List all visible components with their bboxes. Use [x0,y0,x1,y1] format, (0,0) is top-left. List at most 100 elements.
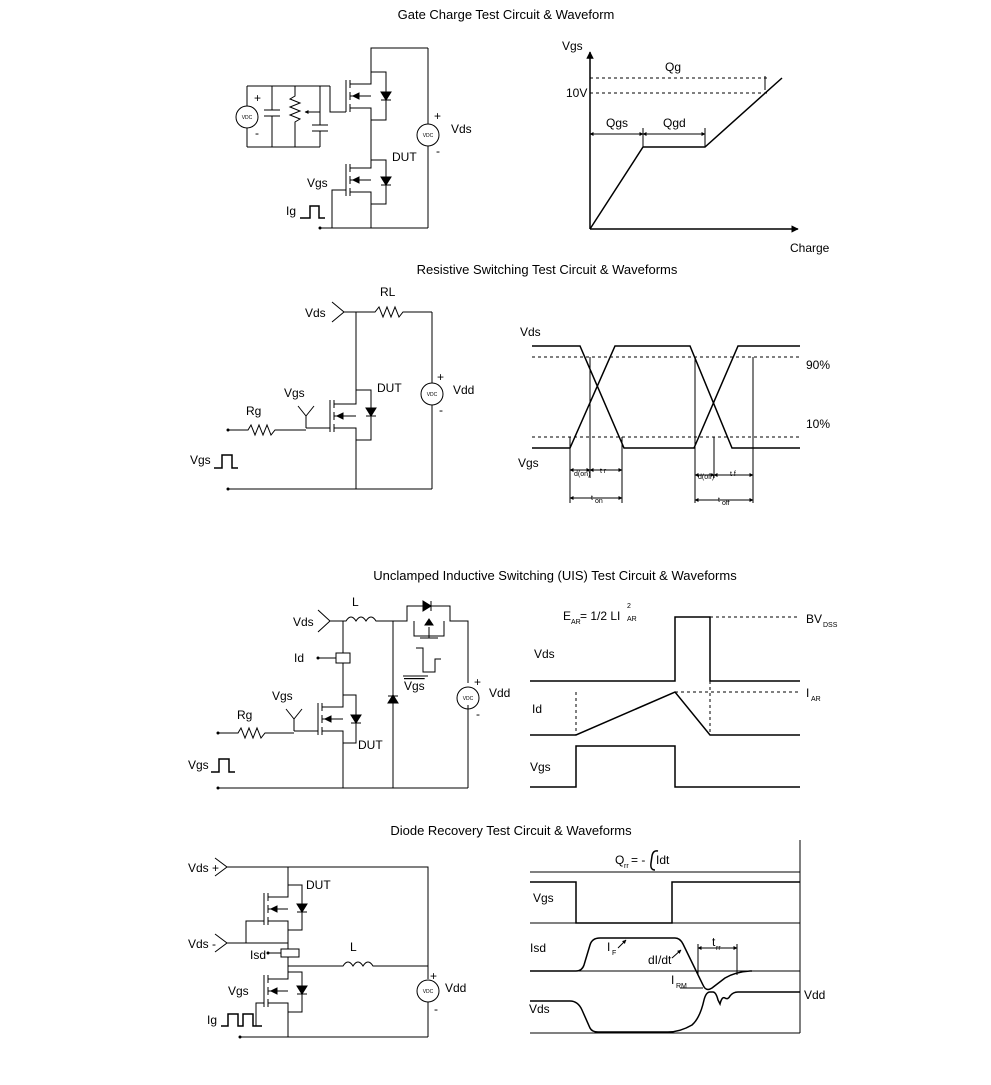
vdd-label: Vdd [489,686,510,700]
vds-label: Vds [305,306,326,320]
mosfet-dut-icon [263,867,303,943]
uis-title: Unclamped Inductive Switching (UIS) Test… [373,568,737,583]
svg-text:-: - [439,403,443,417]
svg-text:AR: AR [627,616,637,623]
mosfet-upper-icon [329,47,428,121]
svg-text:AR: AR [571,619,581,626]
vdd-label: Vdd [453,383,474,397]
ton-label: on [595,498,603,505]
p90-label: 90% [806,358,830,372]
gate-charge-section: Gate Charge Test Circuit & Waveform VDC … [235,7,830,255]
gate-charge-waveform: Vgs Charge 10V Qg Qgs Qgd [562,39,830,255]
vdd-label: Vdd [804,988,825,1002]
uis-waveform: E AR = 1/2 LI 2 AR BV DSS Vds I AR Id Vg… [530,603,838,788]
vgs-label: Vgs [228,984,249,998]
svg-text:Q: Q [615,853,624,867]
vgs-label: Vgs [518,456,539,470]
vgs-pulse-label: Vgs [190,453,211,467]
mosfet-lower-icon [263,966,303,1037]
energy-equation: = 1/2 LI [580,609,620,623]
svg-text:t: t [718,497,720,504]
vgs-label: Vgs [272,689,293,703]
potentiometer-icon [288,86,302,147]
vgs-waveform [530,881,800,924]
vgs-pulse-label: Vgs [188,758,209,772]
vdc-source-icon [416,979,440,1003]
ig-label: Ig [286,204,296,218]
qrr-equation: = - [631,853,645,867]
uis-circuit: Vds L Id Vgs VDC + - Vdd [188,595,510,790]
td-on-label: d(on) [574,471,590,478]
inductor-icon [343,616,393,622]
svg-text:-: - [434,1002,438,1016]
isd-label: Isd [250,948,266,962]
svg-text:+: + [434,109,441,123]
svg-text:I: I [607,940,610,954]
dut-label: DUT [358,738,383,752]
vdc-source-right-icon [416,123,440,147]
integral-icon [650,850,659,871]
vgs-label: Vgs [530,760,551,774]
gate-charge-title: Gate Charge Test Circuit & Waveform [398,7,615,22]
vgs-label: Vgs [307,176,328,190]
vgs-label: Vgs [284,386,305,400]
qgd-label: Qgd [663,116,686,130]
vds-label: Vds [534,647,555,661]
dut-label: DUT [392,150,417,164]
mosfet-dut-icon [329,389,372,489]
svg-text:I: I [806,686,809,700]
vds-minus-label: Vds - [188,937,216,951]
uis-section: Unclamped Inductive Switching (UIS) Test… [188,568,838,790]
resistive-section: Resistive Switching Test Circuit & Wavef… [190,262,830,507]
vdc-source-label: VDC [242,115,253,121]
tr-label: t r [600,468,607,475]
resistive-waveform: Vds Vgs 90% 10% d(on) t r t on d(off) t … [518,325,830,507]
isd-waveform [530,937,752,991]
diode-waveform: Q rr = - Idt Vgs Isd I F dI/dt t rr I RM [529,840,825,1034]
v10-label: 10V [566,86,587,100]
inductor-icon [288,961,428,967]
vds-waveform [532,345,800,449]
if-label: F [612,950,616,957]
svg-text:t: t [712,935,716,949]
capacitor-2-icon [312,86,328,147]
iar-label: AR [811,696,821,703]
p10-label: 10% [806,417,830,431]
qgs-label: Qgs [606,116,628,130]
rg-resistor-icon [218,726,294,740]
svg-text:VDC: VDC [427,392,438,398]
pulse-icon [214,454,238,469]
svg-text:VDC: VDC [423,989,434,995]
td-off-label: d(off) [698,474,714,481]
capacitor-icon [264,86,280,147]
rg-label: Rg [237,708,252,722]
rg-label: Rg [246,404,261,418]
svg-text:E: E [563,609,571,623]
ig-label: Ig [207,1013,217,1027]
rl-resistor-icon [331,301,432,323]
vdc-source-icon [420,382,444,406]
vgs-waveform [532,345,800,449]
svg-text:+: + [474,675,481,689]
svg-text:+: + [437,370,444,384]
qg-label: Qg [665,60,681,74]
svg-text:t: t [591,495,593,502]
vdd-label: Vdd [445,981,466,995]
minus-sign: - [255,126,259,140]
vds-plus-label: Vds + [188,861,219,875]
bvdss-label: DSS [823,622,838,629]
svg-text:VDC: VDC [463,696,474,702]
gate-charge-circuit: VDC + - DUT Vgs [235,47,472,230]
plus-sign: + [254,91,261,105]
vds-label: Vds [451,122,472,136]
svg-text:rr: rr [624,863,629,870]
isd-label: Isd [530,941,546,955]
irm-label: RM [676,983,687,990]
vgs-label: Vgs [533,891,554,905]
l-label: L [350,940,357,954]
diode-section: Diode Recovery Test Circuit & Waveforms … [188,823,825,1039]
svg-text:VDC: VDC [423,133,434,139]
vds-waveform [530,616,800,682]
vds-label: Vds [293,615,314,629]
